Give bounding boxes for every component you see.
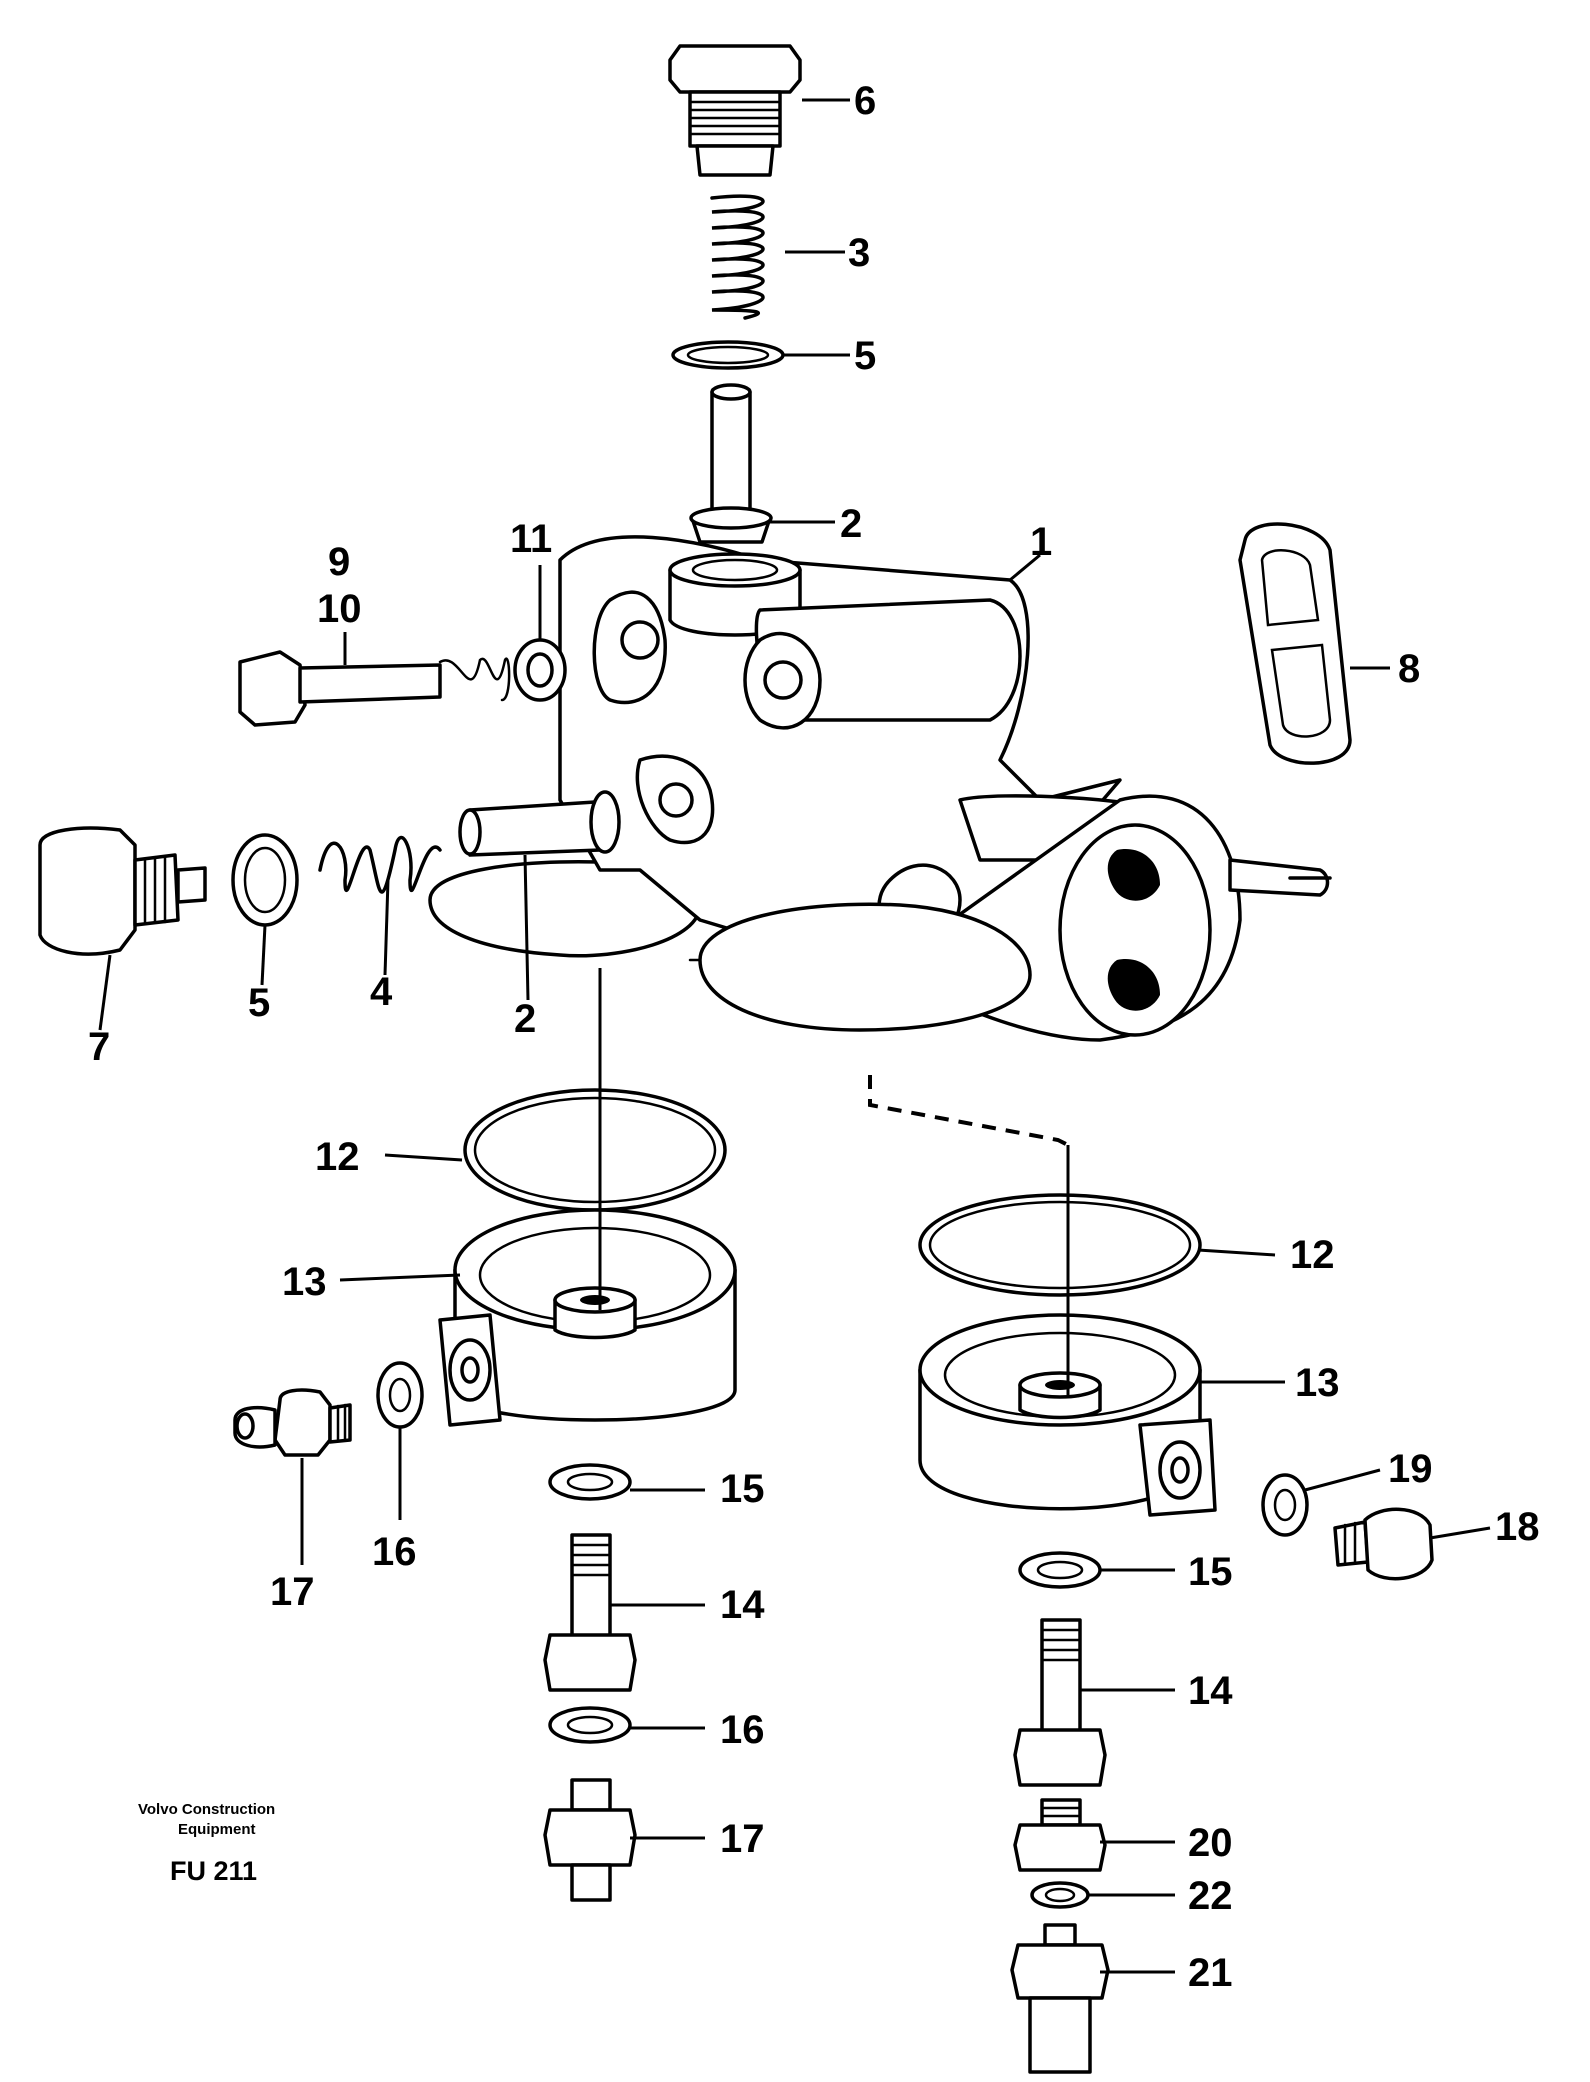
fitting-part-20 (1013, 1798, 1107, 1872)
washer-part-19 (1261, 1473, 1309, 1537)
callout-11: 11 (510, 517, 552, 561)
figure-code: FU 211 (170, 1856, 257, 1886)
company-name-line-2: Equipment (178, 1821, 256, 1838)
washer-part-15-right (1018, 1551, 1102, 1589)
piston-part-2-top (689, 383, 773, 544)
spring-part-3 (710, 194, 765, 320)
gasket-part-8 (1238, 522, 1352, 765)
piston-part-2-left (458, 790, 621, 857)
callout-13-left: 13 (282, 1260, 327, 1304)
callout-9: 9 (328, 540, 350, 584)
leader-lines (98, 98, 1491, 1974)
callout-12-left: 12 (315, 1135, 360, 1179)
callout-13-right: 13 (1295, 1361, 1340, 1405)
callout-17-side: 17 (270, 1570, 315, 1614)
callout-19: 19 (1388, 1447, 1433, 1491)
banjo-bolt-part-14-right (1013, 1618, 1107, 1787)
washer-part-15-left (548, 1463, 632, 1501)
callout-15-right: 15 (1188, 1550, 1233, 1594)
o-ring-part-12-right (918, 1193, 1202, 1297)
callout-16-bottom: 16 (720, 1708, 765, 1752)
washer-part-22 (1030, 1881, 1090, 1909)
callout-15-left: 15 (720, 1467, 765, 1511)
plug-part-6 (668, 44, 802, 177)
o-ring-part-12-left (463, 1088, 727, 1212)
washer-part-16-side (376, 1361, 424, 1429)
washer-part-5-top (671, 340, 785, 370)
callout-18: 18 (1495, 1505, 1540, 1549)
callout-5-left: 5 (248, 981, 270, 1025)
fitting-part-17-left-bottom (543, 1778, 637, 1902)
callout-20: 20 (1188, 1821, 1233, 1865)
callout-12-right: 12 (1290, 1233, 1335, 1277)
callout-5-top: 5 (854, 334, 876, 378)
company-name-line-1: Volvo Construction (138, 1801, 275, 1818)
filter-housing-part-1 (428, 535, 1332, 1042)
washer-part-5-left (231, 833, 299, 927)
filter-bowl-part-13-left (438, 1208, 737, 1427)
callout-21: 21 (1188, 1951, 1233, 1995)
callout-1: 1 (1030, 520, 1052, 564)
bolt-part-9-10 (238, 650, 511, 727)
plug-part-7 (38, 826, 207, 956)
callout-2-top: 2 (840, 502, 862, 546)
callout-10: 10 (317, 587, 362, 631)
sensor-part-21 (1010, 1923, 1110, 2074)
callout-8: 8 (1398, 647, 1420, 691)
callout-2-left: 2 (514, 997, 536, 1041)
plug-part-18 (1333, 1507, 1434, 1581)
callout-22: 22 (1188, 1874, 1233, 1918)
filter-bowl-part-13-right (918, 1313, 1217, 1517)
callout-14-left: 14 (720, 1583, 765, 1627)
callout-14-right: 14 (1188, 1669, 1233, 1713)
washer-part-11 (513, 638, 567, 702)
callout-6: 6 (854, 79, 876, 123)
banjo-bolt-part-14-left (543, 1533, 637, 1692)
washer-part-16-left-bottom (548, 1706, 632, 1744)
callout-16-side: 16 (372, 1530, 417, 1574)
fitting-part-17-side (233, 1388, 352, 1457)
callout-4: 4 (370, 970, 393, 1014)
callout-17-bottom: 17 (720, 1817, 765, 1861)
dashed-flow-line (868, 1075, 1069, 1147)
callout-7: 7 (88, 1025, 110, 1069)
spring-part-4 (318, 835, 442, 894)
callout-3: 3 (848, 231, 870, 275)
